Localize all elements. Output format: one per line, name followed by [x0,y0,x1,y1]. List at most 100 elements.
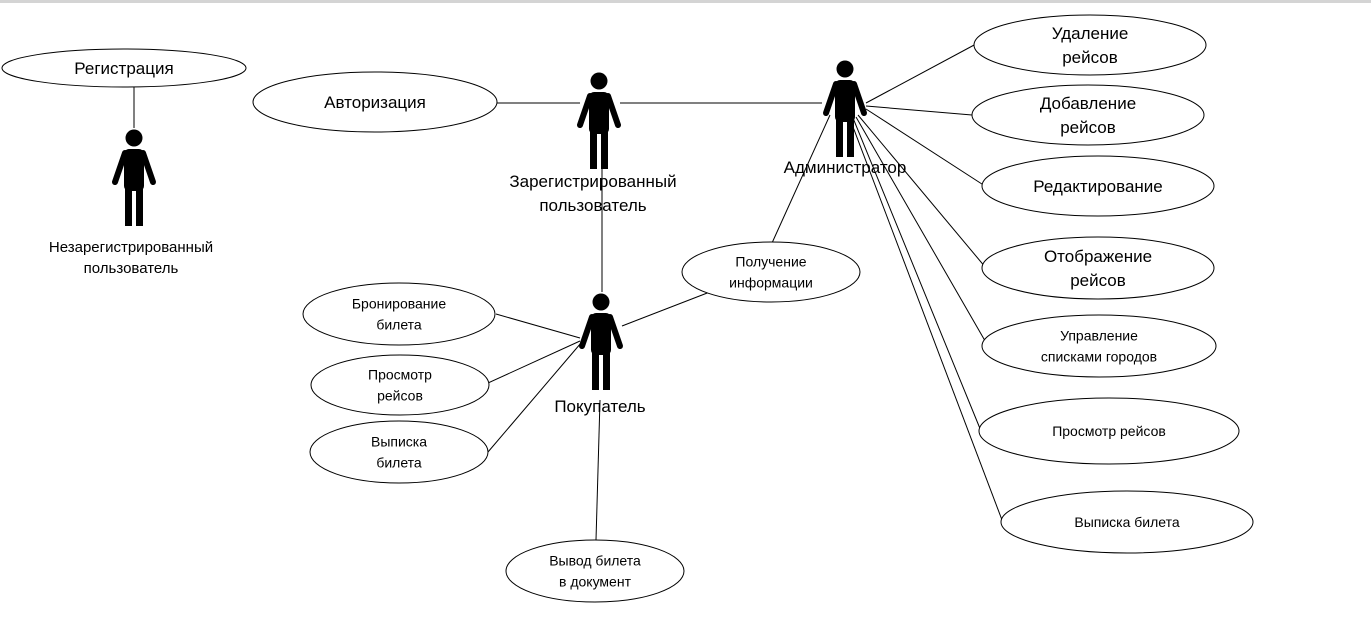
actor-label: Администратор [784,158,907,177]
use-case-admin_issue_ticket[interactable]: Выписка билета [1000,490,1254,554]
use-case-authorization[interactable]: Авторизация [252,71,498,133]
use-case-registration[interactable]: Регистрация [1,48,247,88]
association-admin-get_info [771,114,831,244]
use-case-label-line: рейсов [377,388,423,404]
actor-label: Незарегистрированный пользователь [49,239,213,277]
use-case-delete_flights[interactable]: Удаление рейсов [973,14,1207,76]
use-case-label-line: Выписка [371,434,427,450]
use-case-label-line: Просмотр рейсов [1052,423,1166,439]
use-case-ellipse [1000,490,1254,554]
use-case-label-line: рейсов [1070,271,1126,290]
actor-label: Покупатель [554,397,645,416]
use-case-label: Добавление рейсов [1040,94,1136,137]
actor-admin[interactable]: Администратор [784,60,907,178]
use-case-label-line: Управление [1060,328,1138,344]
use-case-label-line: билета [376,455,422,471]
actor-label-line: Зарегистрированный [509,172,676,191]
association-admin-admin_issue_ticket [849,118,1003,521]
use-case-label-line: списками городов [1041,349,1157,365]
top-border [0,0,1371,3]
actor-figure-icon [579,293,623,390]
association-admin-delete_flights [865,43,977,104]
use-case-label-line: информации [729,275,813,291]
use-case-label: Выписка билета [1074,514,1179,530]
use-case-label-line: Вывод билета [549,553,641,569]
use-case-label-line: билета [376,317,422,333]
use-case-buyer_issue_ticket[interactable]: Выписка билета [309,420,489,484]
use-case-display_flights[interactable]: Отображение рейсов [981,236,1215,300]
use-case-label: Отображение рейсов [1044,247,1152,290]
use-case-label-line: Редактирование [1033,177,1163,196]
use-case-ellipse [309,420,489,484]
use-case-label: Просмотр рейсов [368,367,432,404]
association-admin-manage_city_lists [855,116,989,347]
use-case-label-line: Отображение [1044,247,1152,266]
association-admin-editing [865,108,986,187]
use-case-label-line: Удаление [1052,24,1129,43]
use-case-label: Бронирование билета [352,296,447,333]
use-case-ellipse [981,155,1215,217]
use-case-manage_city_lists[interactable]: Управление списками городов [981,314,1217,378]
association-admin-display_flights [857,114,987,269]
actor-label: Зарегистрированный пользователь [509,172,676,215]
actor-unregistered[interactable]: Незарегистрированный пользователь [49,129,213,278]
use-case-ellipse [978,397,1240,465]
use-case-label: Удаление рейсов [1052,24,1129,67]
use-case-label-line: рейсов [1062,48,1118,67]
actor-label-line: Покупатель [554,397,645,416]
association-admin-add_flights [865,105,973,116]
use-case-label-line: в документ [559,574,632,590]
actor-label-line: пользователь [539,196,646,215]
use-case-label-line: рейсов [1060,118,1116,137]
use-case-ellipse [681,241,861,303]
use-case-buyer_view_flights[interactable]: Просмотр рейсов [310,354,490,416]
association-buyer-buyer_issue_ticket [487,342,582,453]
use-case-label-line: Просмотр [368,367,432,383]
association-admin-admin_view_flights [852,117,982,432]
association-buyer-ticket_to_document [595,399,601,541]
use-case-label-line: Бронирование [352,296,447,312]
use-case-ellipse [302,282,496,346]
use-case-label-line: Регистрация [74,59,173,78]
use-case-ellipse [1,48,247,88]
use-case-label-line: Выписка билета [1074,514,1179,530]
use-case-ellipse [981,236,1215,300]
association-buyer-book_ticket [495,313,581,339]
use-case-label-line: Получение [735,254,806,270]
actor-figure-icon [577,72,621,169]
actor-label-line: пользователь [84,260,179,277]
association-lines [133,43,1003,541]
use-case-label: Получение информации [729,254,813,291]
use-case-book_ticket[interactable]: Бронирование билета [302,282,496,346]
use-case-ellipse [981,314,1217,378]
use-case-ellipse [971,84,1205,146]
use-case-ellipse [505,539,685,603]
use-case-label: Вывод билета в документ [549,553,641,590]
actor-figure-icon [823,60,867,157]
use-case-label: Авторизация [324,93,426,112]
use-case-label: Выписка билета [371,434,427,471]
use-case-ellipse [973,14,1207,76]
use-case-label: Редактирование [1033,177,1163,196]
use-case-label: Регистрация [74,59,173,78]
actor-label-line: Незарегистрированный [49,239,213,256]
use-case-get_info[interactable]: Получение информации [681,241,861,303]
actor-label-line: Администратор [784,158,907,177]
use-case-ellipse [252,71,498,133]
actor-buyer[interactable]: Покупатель [554,293,646,417]
use-case-admin_view_flights[interactable]: Просмотр рейсов [978,397,1240,465]
use-case-label: Просмотр рейсов [1052,423,1166,439]
use-case-ellipse [310,354,490,416]
association-buyer-get_info [621,289,716,327]
actor-registered[interactable]: Зарегистрированный пользователь [509,72,677,216]
association-buyer-buyer_view_flights [487,340,581,384]
actor-figure-icon [112,129,156,226]
use-case-label: Управление списками городов [1041,328,1157,365]
use-case-add_flights[interactable]: Добавление рейсов [971,84,1205,146]
use-case-editing[interactable]: Редактирование [981,155,1215,217]
use-case-label-line: Авторизация [324,93,426,112]
use-case-ticket_to_document[interactable]: Вывод билета в документ [505,539,685,603]
use-case-label-line: Добавление [1040,94,1136,113]
